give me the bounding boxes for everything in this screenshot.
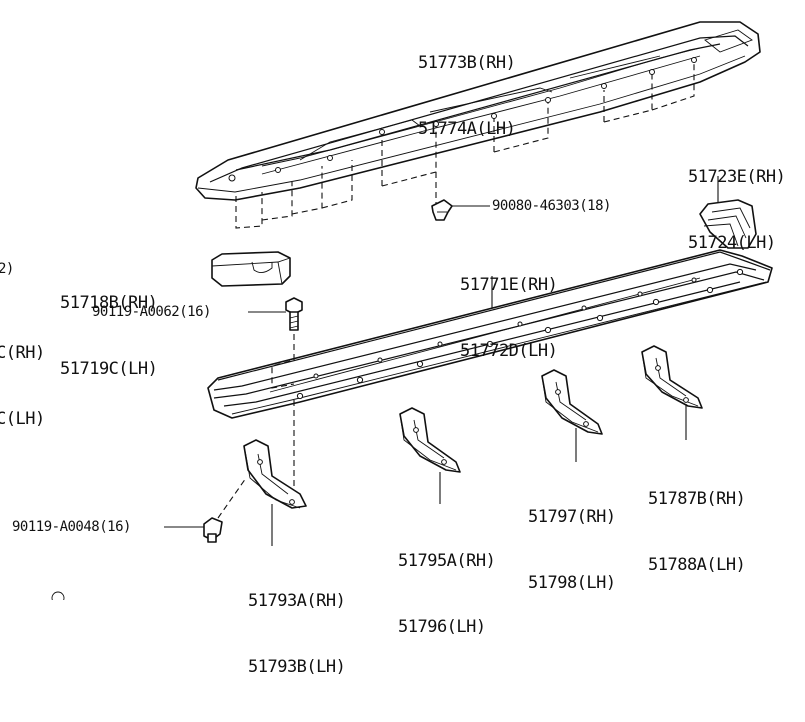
label-running-board: 51771E(RH) 51772D(LH) (460, 230, 558, 406)
label-bracket-51797: 51797(RH) 51798(LH) (528, 462, 616, 638)
label-cut-rh: C(RH) (0, 343, 45, 363)
label-51723e: 51723E(RH) (688, 167, 786, 187)
label-51788a: 51788A(LH) (648, 555, 746, 575)
bracket-51797-part[interactable] (541, 369, 603, 462)
label-51795a: 51795A(RH) (398, 551, 496, 571)
end-cover-part[interactable] (699, 176, 757, 249)
label-bolt-a0048: 90119-A0048(16) (12, 519, 131, 535)
upper-cover-clip-guides (235, 62, 695, 229)
label-51797: 51797(RH) (528, 507, 616, 527)
label-51724: 51724(LH) (688, 233, 776, 253)
label-bolt-a0062: 90119-A0062(16) (92, 304, 211, 320)
label-51798: 51798(LH) (528, 573, 616, 593)
label-bracket-51787: 51787B(RH) 51788A(LH) (648, 444, 746, 620)
parts-diagram: 51773B(RH) 51774A(LH) 51723E(RH) 51724(L… (0, 8, 786, 677)
bracket-51787-part[interactable] (641, 345, 703, 440)
front-pad-part[interactable] (211, 251, 291, 287)
label-bracket-51795: 51795A(RH) 51796(LH) (398, 506, 496, 682)
bottom-cut-part (51, 591, 65, 605)
label-bracket-51793: 51793A(RH) 51793B(LH) (248, 546, 346, 722)
label-cut-left-a: 2) (0, 261, 14, 277)
bolt-a0048-part[interactable] (164, 477, 247, 543)
bracket-51793-part[interactable] (243, 439, 307, 546)
bolt-a0062-guide (271, 334, 295, 496)
running-board-part[interactable] (207, 249, 773, 419)
label-51774a: 51774A(LH) (418, 119, 516, 139)
label-51793a: 51793A(RH) (248, 591, 346, 611)
label-51787b: 51787B(RH) (648, 489, 746, 509)
label-end-cover: 51723E(RH) 51724(LH) (688, 122, 786, 298)
parts-illustration (51, 21, 773, 605)
bracket-51795-part[interactable] (399, 407, 461, 504)
label-upper-step-cover: 51773B(RH) 51774A(LH) (418, 8, 516, 184)
label-51719c: 51719C(LH) (60, 359, 158, 379)
label-clip-90080: 90080-46303(18) (492, 198, 611, 214)
bolt-a0062-part[interactable] (248, 297, 303, 331)
clip-90080-part[interactable] (431, 199, 490, 221)
label-51773b: 51773B(RH) (418, 53, 516, 73)
label-51793b: 51793B(LH) (248, 657, 346, 677)
label-51796: 51796(LH) (398, 617, 486, 637)
label-cut-left-b: C(RH) C(LH) (0, 298, 45, 474)
label-51718b: 51718B(RH) (60, 293, 158, 313)
label-front-pad: 51718B(RH) 51719C(LH) (60, 248, 158, 424)
label-51772d: 51772D(LH) (460, 341, 558, 361)
upper-step-cover-part[interactable] (195, 21, 761, 201)
label-cut-lh: C(LH) (0, 409, 45, 429)
label-51771e: 51771E(RH) (460, 275, 558, 295)
